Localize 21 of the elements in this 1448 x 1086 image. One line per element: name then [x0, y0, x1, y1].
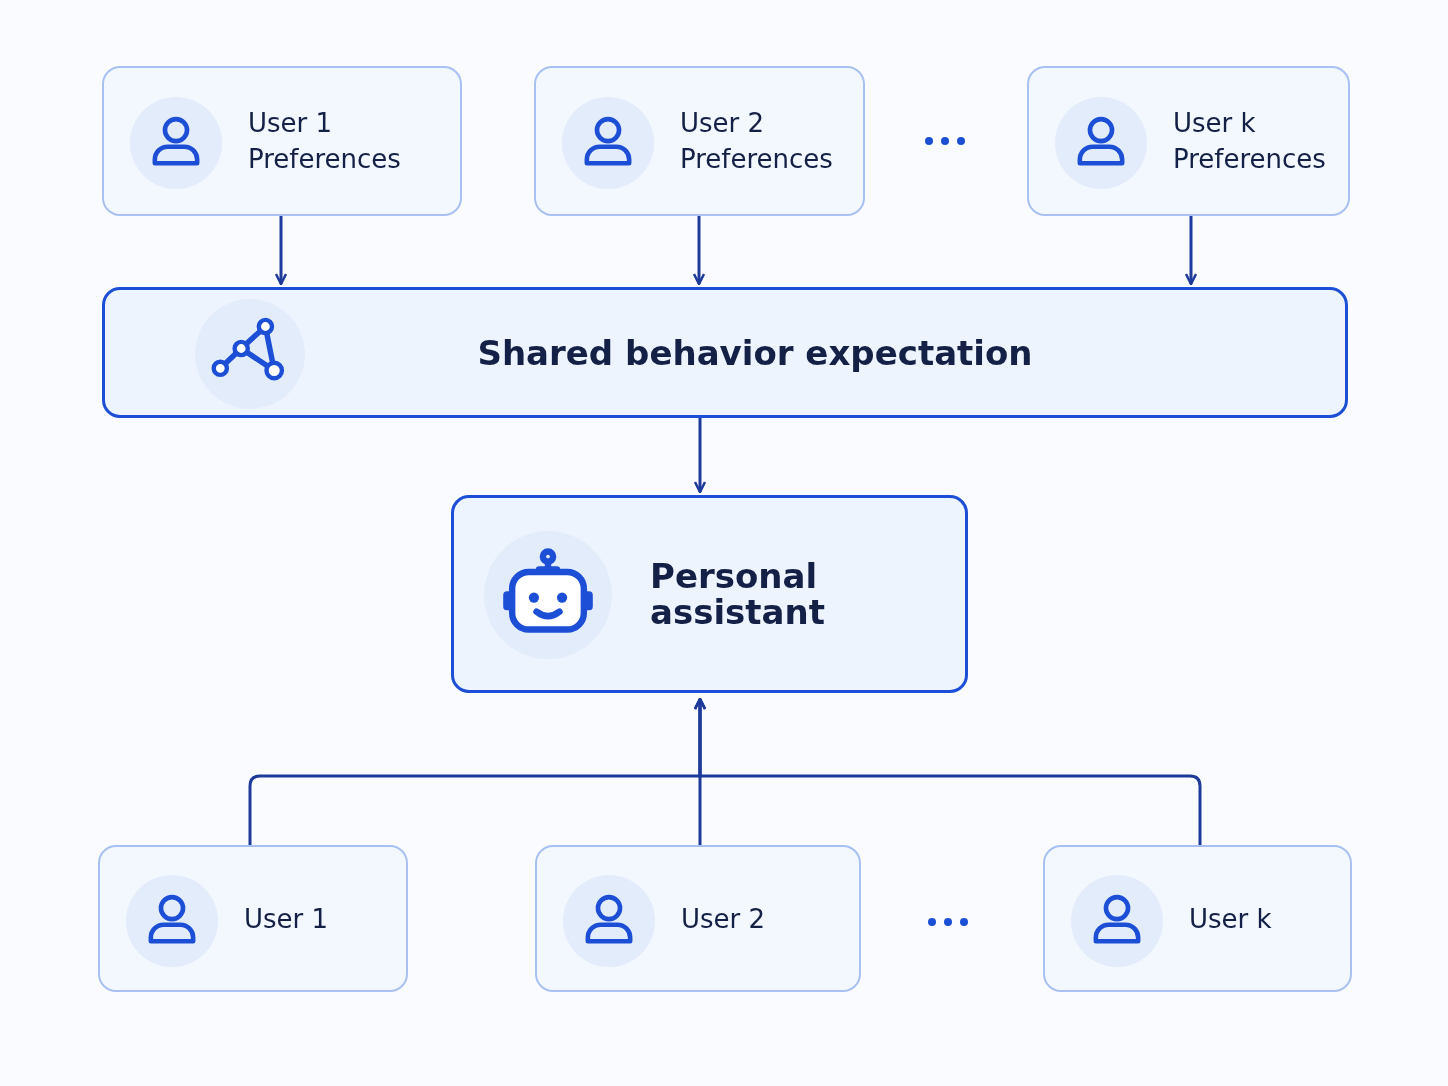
box-title: Personal assistant	[650, 558, 826, 630]
user-label: User 1	[244, 902, 330, 936]
arrow	[693, 418, 707, 494]
user-card	[98, 845, 408, 992]
arrow	[274, 216, 288, 286]
arrow	[692, 216, 706, 286]
user-card	[1027, 66, 1350, 216]
box-title: Shared behavior expectation	[476, 334, 1034, 371]
user-label: User k	[1189, 902, 1273, 936]
process-box	[102, 287, 1348, 418]
process-box	[451, 495, 968, 693]
arrow	[1184, 216, 1198, 286]
arrow	[693, 697, 1202, 845]
user-label: User 2	[681, 902, 767, 936]
user-label: User 2 Preferences	[680, 107, 834, 176]
user-card	[534, 66, 865, 216]
user-card	[535, 845, 861, 992]
user-label: User 1 Preferences	[248, 107, 402, 176]
user-label: User k Preferences	[1173, 107, 1327, 176]
user-card	[1043, 845, 1352, 992]
user-card	[102, 66, 462, 216]
